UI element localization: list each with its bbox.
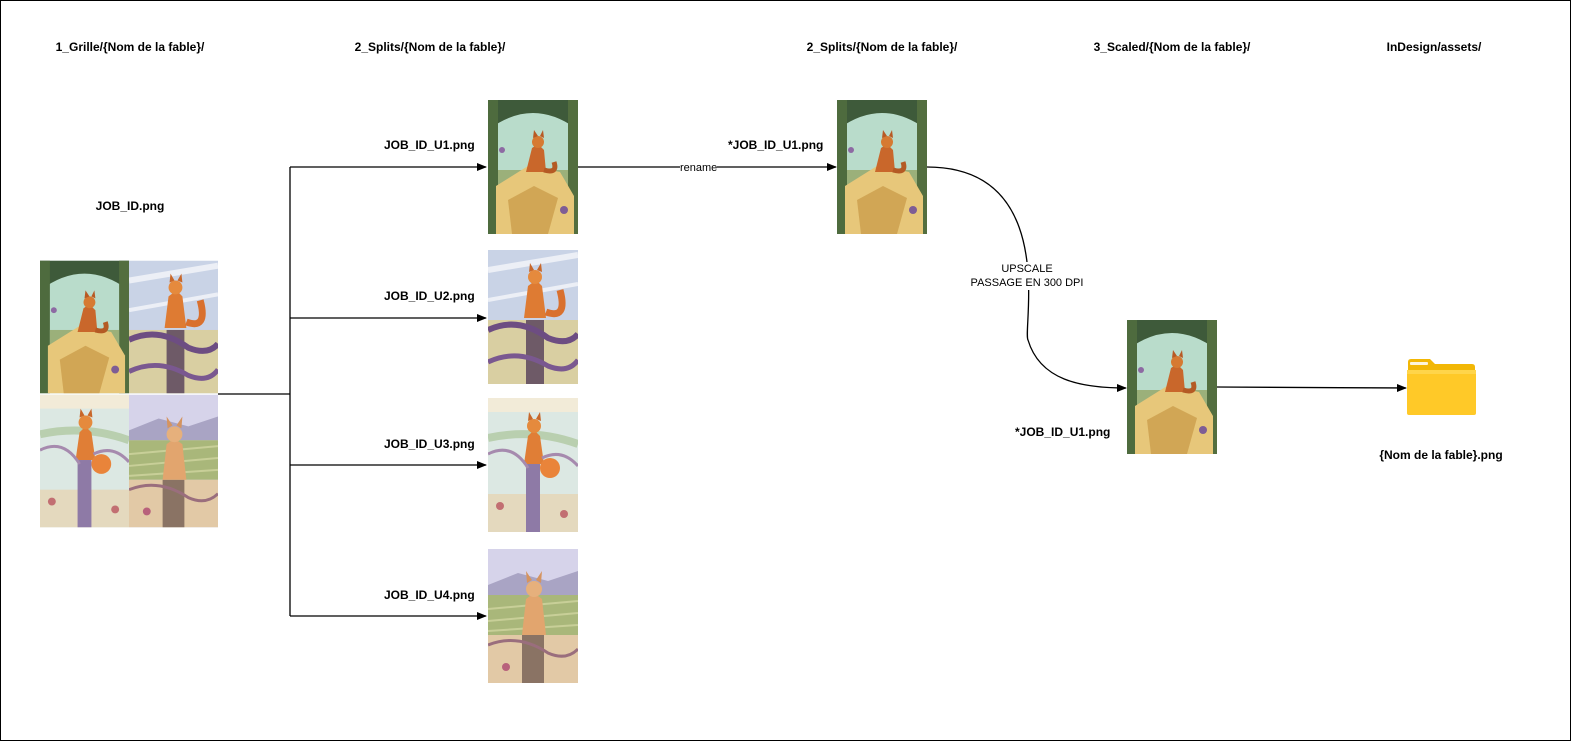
- u1-image: [488, 100, 578, 234]
- column-header-splits-a: 2_Splits/{Nom de la fable}/: [354, 40, 506, 54]
- u2-file-label: JOB_ID_U2.png: [384, 289, 475, 303]
- u4-image: [488, 549, 578, 683]
- upscale-edge-label: UPSCALE PASSAGE EN 300 DPI: [970, 262, 1084, 290]
- column-header-indesign: InDesign/assets/: [1386, 40, 1482, 54]
- rename-edge-label: rename: [680, 162, 718, 174]
- scaled-image: [1127, 320, 1217, 454]
- u3-image: [488, 398, 578, 532]
- u4-file-label: JOB_ID_U4.png: [384, 588, 475, 602]
- column-header-grille: 1_Grille/{Nom de la fable}/: [55, 40, 205, 54]
- scaled-file-label: *JOB_ID_U1.png: [1015, 425, 1111, 439]
- renamed-image: [837, 100, 927, 234]
- upscale-label-line2: PASSAGE EN 300 DPI: [970, 277, 1084, 289]
- grid-image: [40, 260, 218, 528]
- upscale-arrow: [926, 166, 1127, 392]
- column-header-scaled: 3_Scaled/{Nom de la fable}/: [1093, 40, 1251, 54]
- folder-icon: [1406, 358, 1477, 416]
- u3-file-label: JOB_ID_U3.png: [384, 437, 475, 451]
- u2-image: [488, 250, 578, 384]
- grid-file-label: JOB_ID.png: [95, 199, 165, 213]
- u1-file-label: JOB_ID_U1.png: [384, 138, 475, 152]
- column-header-splits-b: 2_Splits/{Nom de la fable}/: [806, 40, 958, 54]
- export-arrow: [1215, 383, 1407, 392]
- upscale-label-line1: UPSCALE: [1001, 263, 1053, 275]
- final-file-label: {Nom de la fable}.png: [1379, 448, 1503, 462]
- renamed-file-label: *JOB_ID_U1.png: [728, 138, 824, 152]
